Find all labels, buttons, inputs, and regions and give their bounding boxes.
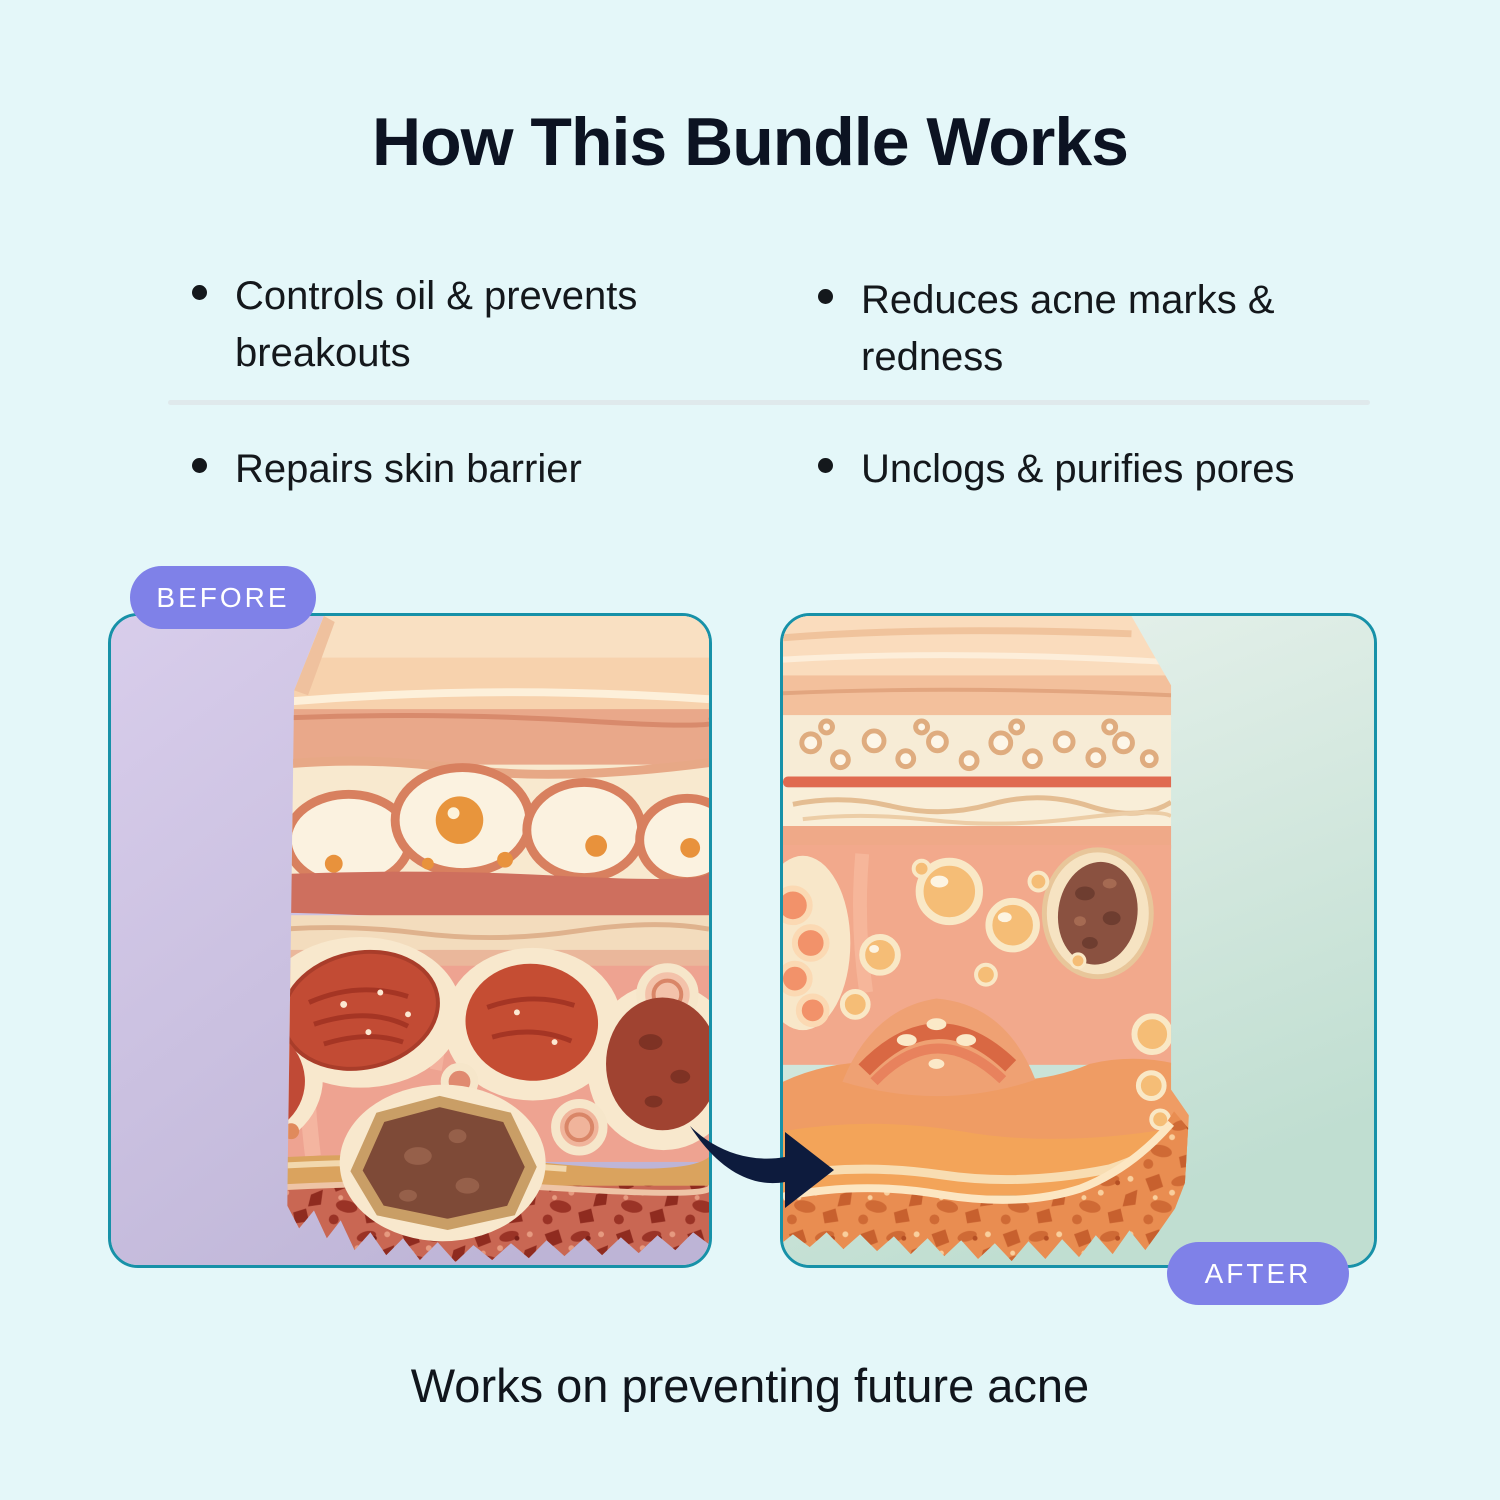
before-badge-label: BEFORE (156, 581, 290, 613)
caption-text: Works on preventing future acne (410, 1359, 1090, 1412)
after-card (780, 613, 1377, 1268)
bullet-icon (192, 285, 207, 300)
bullet-icon (192, 458, 207, 473)
benefit-label: Controls oil & prevents breakouts (235, 274, 638, 375)
bullet-icon (818, 458, 833, 473)
before-skin-illustration (111, 616, 709, 1265)
before-card (108, 613, 712, 1268)
arrow-right-icon (690, 1126, 834, 1208)
before-badge: BEFORE (130, 566, 316, 629)
divider-line (168, 400, 1370, 405)
after-skin-illustration (783, 616, 1374, 1265)
benefit-item: Unclogs & purifies pores (818, 441, 1418, 498)
bullet-icon (818, 289, 833, 304)
benefit-item: Reduces acne marks & redness (818, 272, 1366, 386)
after-badge: AFTER (1167, 1242, 1349, 1305)
benefit-label: Unclogs & purifies pores (861, 447, 1295, 491)
benefit-item: Repairs skin barrier (192, 441, 752, 498)
benefit-label: Repairs skin barrier (235, 447, 582, 491)
benefit-label: Reduces acne marks & redness (861, 278, 1275, 379)
benefit-item: Controls oil & prevents breakouts (192, 268, 652, 382)
page-title: How This Bundle Works (371, 104, 1129, 180)
after-badge-label: AFTER (1204, 1257, 1312, 1289)
